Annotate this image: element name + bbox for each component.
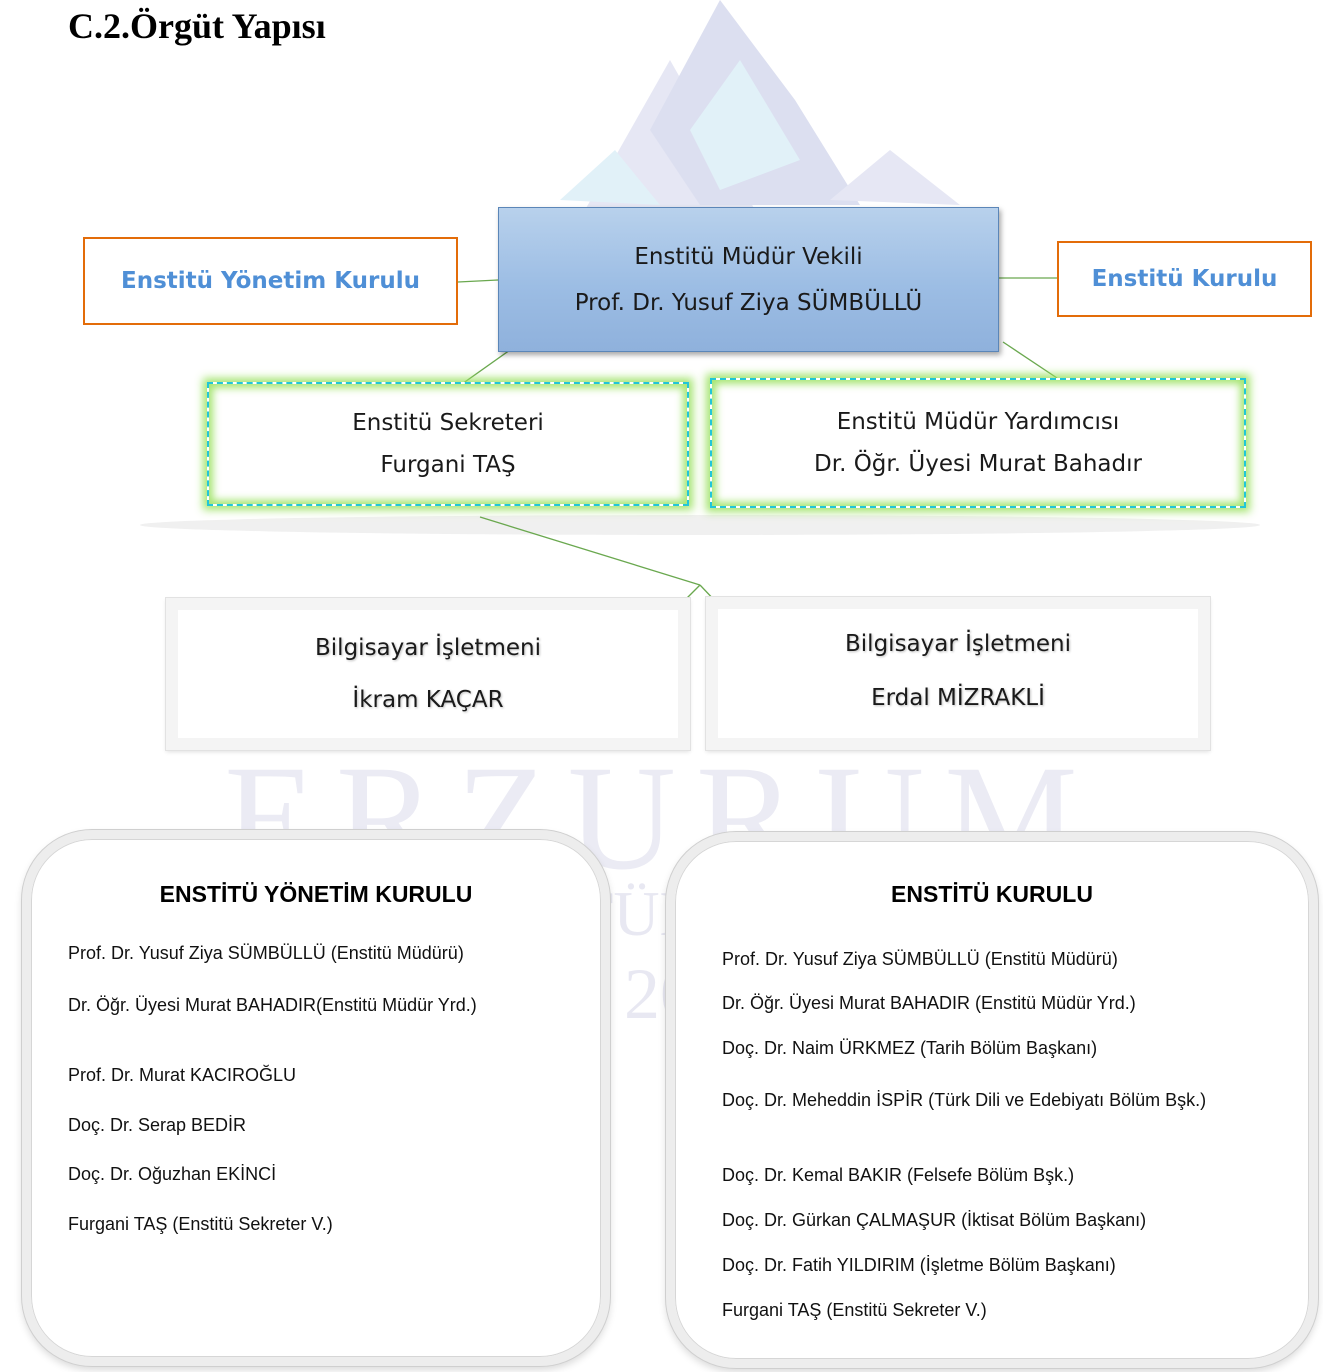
list-item: Doç. Dr. Fatih YILDIRIM (İşletme Bölüm B… [722, 1255, 1116, 1275]
vice-director-name: Dr. Öğr. Üyesi Murat Bahadır [814, 451, 1142, 477]
secretary-role: Enstitü Sekreteri [352, 410, 544, 436]
list-item: Doç. Dr. Serap BEDİR [68, 1115, 247, 1135]
secretary-node: Enstitü Sekreteri Furgani TAŞ [207, 382, 689, 506]
operator-2-node: Bilgisayar İşletmeni Erdal MİZRAKLİ [705, 596, 1211, 751]
vice-director-role: Enstitü Müdür Yardımcısı [836, 409, 1120, 435]
council-label: Enstitü Kurulu [1091, 266, 1278, 292]
list-item: Doç. Dr. Kemal BAKIR (Felsefe Bölüm Bşk.… [722, 1165, 1075, 1185]
list-item: Furgani TAŞ (Enstitü Sekreter V.) [722, 1300, 987, 1320]
management-board-list: Prof. Dr. Yusuf Ziya SÜMBÜLLÜ (Enstitü M… [68, 943, 558, 1254]
institute-council-panel: ENSTİTÜ KURULU Prof. Dr. Yusuf Ziya SÜMB… [666, 832, 1318, 1368]
secretary-name: Furgani TAŞ [380, 452, 516, 478]
operator-1-node: Bilgisayar İşletmeni İkram KAÇAR [165, 597, 691, 751]
institute-council-list: Prof. Dr. Yusuf Ziya SÜMBÜLLÜ (Enstitü M… [722, 949, 1242, 1340]
list-item: Doç. Dr. Naim ÜRKMEZ (Tarih Bölüm Başkan… [722, 1038, 1098, 1058]
list-item: Doç. Dr. Gürkan ÇALMAŞUR (İktisat Bölüm … [722, 1210, 1147, 1230]
watermark-logo [560, 0, 960, 210]
institute-council-heading: ENSTİTÜ KURULU [891, 881, 1093, 907]
director-node: Enstitü Müdür Vekili Prof. Dr. Yusuf Ziy… [498, 207, 999, 352]
list-item: Doç. Dr. Meheddin İSPİR (Türk Dili ve Ed… [722, 1090, 1207, 1110]
management-board-node: Enstitü Yönetim Kurulu [83, 237, 458, 325]
list-item: Dr. Öğr. Üyesi Murat BAHADIR (Enstitü Mü… [722, 993, 1136, 1013]
page-title: C.2.Örgüt Yapısı [68, 6, 326, 46]
operator-2-name: Erdal MİZRAKLİ [871, 685, 1045, 711]
management-board-label: Enstitü Yönetim Kurulu [121, 268, 420, 294]
operator-1-role: Bilgisayar İşletmeni [315, 635, 541, 661]
director-name: Prof. Dr. Yusuf Ziya SÜMBÜLLÜ [574, 289, 923, 316]
list-item: Doç. Dr. Oğuzhan EKİNCİ [68, 1164, 277, 1184]
council-node: Enstitü Kurulu [1057, 241, 1312, 317]
list-item: Prof. Dr. Yusuf Ziya SÜMBÜLLÜ (Enstitü M… [722, 949, 1118, 969]
operator-2-role: Bilgisayar İşletmeni [845, 631, 1071, 657]
connector-lines [457, 277, 1058, 606]
management-board-heading: ENSTİTÜ YÖNETİM KURULU [159, 881, 473, 907]
list-item: Dr. Öğr. Üyesi Murat BAHADIR(Enstitü Müd… [68, 995, 477, 1015]
operator-1-name: İkram KAÇAR [352, 687, 504, 713]
management-board-panel: ENSTİTÜ YÖNETİM KURULU Prof. Dr. Yusuf Z… [22, 830, 610, 1366]
list-item: Prof. Dr. Murat KACIROĞLU [68, 1065, 297, 1085]
director-role: Enstitü Müdür Vekili [634, 243, 863, 270]
list-item: Prof. Dr. Yusuf Ziya SÜMBÜLLÜ (Enstitü M… [68, 943, 464, 963]
shadow-band [140, 515, 1260, 535]
vice-director-node: Enstitü Müdür Yardımcısı Dr. Öğr. Üyesi … [710, 378, 1246, 508]
list-item: Furgani TAŞ (Enstitü Sekreter V.) [68, 1214, 333, 1234]
